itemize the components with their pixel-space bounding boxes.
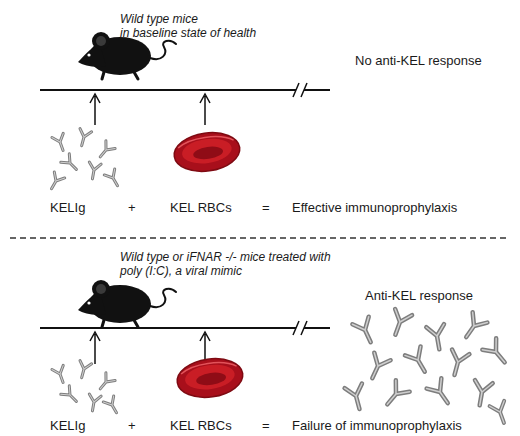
dose-arrow — [90, 332, 100, 364]
operator-sign: + — [128, 200, 136, 215]
divider — [10, 237, 510, 239]
result-label: Failure of immunoprophylaxis — [292, 418, 462, 433]
dose-arrow — [90, 94, 100, 125]
red-blood-cell — [175, 355, 246, 402]
operator-sign: = — [262, 200, 270, 215]
reagent-label: KEL RBCs — [170, 418, 232, 433]
operator-sign: + — [128, 418, 136, 433]
dose-arrow — [200, 94, 210, 125]
condition-note: Wild type or iFNAR -/- mice treated with… — [120, 250, 331, 278]
reagent-label: KELIg — [50, 200, 85, 215]
reagent-label: KELIg — [50, 418, 85, 433]
mouse-icon — [78, 280, 176, 327]
reagent-label: KEL RBCs — [170, 200, 232, 215]
antibody-cluster — [46, 129, 122, 192]
condition-note: Wild type mice in baseline state of heal… — [120, 12, 256, 40]
result-label: Effective immunoprophylaxis — [292, 200, 457, 215]
timeline — [40, 327, 330, 329]
antibody-cluster — [52, 361, 122, 416]
red-blood-cell — [172, 129, 243, 176]
outcome-label: Anti-KEL response — [365, 288, 473, 303]
anti-kel-antibodies — [345, 309, 512, 426]
outcome-label: No anti-KEL response — [355, 53, 482, 68]
break-mark — [293, 83, 307, 97]
operator-sign: = — [262, 418, 270, 433]
break-mark — [293, 321, 307, 335]
timeline — [40, 89, 330, 91]
